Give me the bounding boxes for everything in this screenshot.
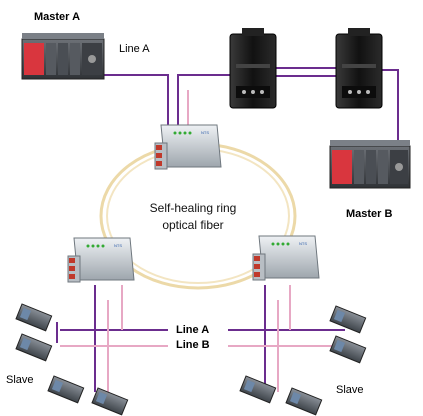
slave-device bbox=[329, 335, 367, 364]
converter-right-brand: NTS bbox=[299, 241, 307, 246]
plc-master-b bbox=[329, 140, 411, 189]
top-line-a bbox=[99, 60, 399, 148]
slave-device bbox=[47, 375, 85, 404]
fiber-converter-left: NTS bbox=[67, 237, 135, 283]
slave-device bbox=[91, 387, 129, 416]
slave-device bbox=[285, 387, 323, 416]
converter-top-brand: NTS bbox=[201, 130, 209, 135]
fiber-converter-top: NTS bbox=[154, 124, 222, 170]
gateway-left bbox=[229, 28, 277, 109]
slave-left-label: Slave bbox=[6, 374, 34, 386]
bus-line-a bbox=[56, 285, 345, 392]
bus-line-a-label: Line A bbox=[176, 324, 210, 336]
slave-device bbox=[15, 303, 53, 332]
line-a-top-label: Line A bbox=[119, 43, 150, 55]
fiber-converter-right: NTS bbox=[252, 235, 320, 281]
gateway-right bbox=[335, 28, 383, 109]
plc-master-a bbox=[21, 33, 105, 80]
bus-line-b-label: Line B bbox=[176, 339, 210, 351]
ring-caption-line2: optical fiber bbox=[162, 218, 224, 232]
slave-right-label: Slave bbox=[336, 384, 364, 396]
slave-device bbox=[239, 375, 277, 404]
master-b-label: Master B bbox=[346, 208, 393, 220]
slave-device bbox=[329, 305, 367, 334]
ring-caption: Self-healing ring optical fiber bbox=[128, 200, 258, 234]
bus-line-b bbox=[60, 285, 345, 392]
slave-device bbox=[15, 333, 53, 362]
ring-caption-line1: Self-healing ring bbox=[149, 201, 237, 215]
master-a-label: Master A bbox=[34, 11, 81, 23]
converter-left-brand: NTS bbox=[114, 243, 122, 248]
